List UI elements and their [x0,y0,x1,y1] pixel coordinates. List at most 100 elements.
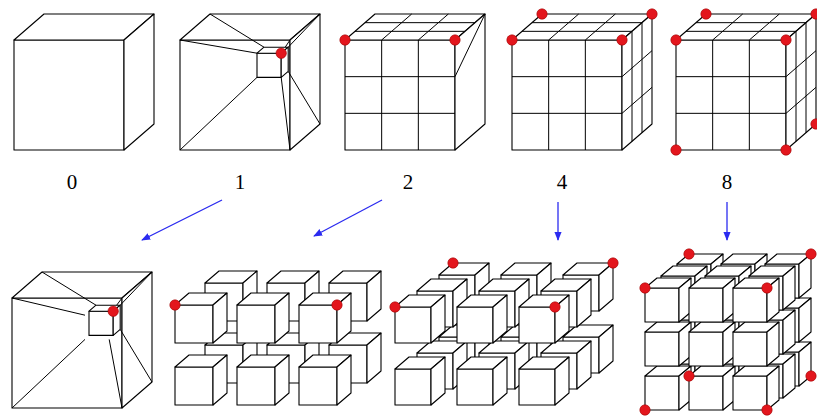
grid-line [676,113,786,114]
vertex-dot [617,35,627,45]
grid-line [585,40,586,150]
exploded-1 [12,272,152,408]
grid-line [512,76,622,77]
vertex-dot [537,9,547,19]
vertex-dot [608,258,618,268]
grid-line [512,113,622,114]
cube-right-face [213,293,227,343]
vertex-dot [640,405,650,415]
cube-front-face [645,332,679,366]
grid-line [642,23,643,133]
vertex-dot [276,48,286,58]
cube-right-face [767,366,779,410]
grid-line [418,40,419,150]
refinement-line [12,298,85,315]
grid-line [365,22,475,23]
cube-front-face [733,376,767,410]
vertex-dot [701,9,711,19]
cube-front-face [689,288,723,322]
cube-right-face [599,325,613,373]
grid-line [786,51,816,77]
vertex-dot [671,35,681,45]
vertex-dot [647,9,657,19]
grid-line [622,87,652,113]
cube-front-face [12,298,122,408]
cube-right-face [599,263,613,311]
refinement-line [180,40,257,53]
cube-front-face [180,40,290,150]
refinement-line [288,14,320,47]
cube-front-face [519,369,555,405]
cube-front-face [175,305,213,343]
vertex-dot [640,283,650,293]
grid-line [686,31,796,32]
cube-front-face [519,307,555,343]
refinement-line [12,339,85,408]
vertex-dot [811,9,817,19]
cube-right-face [431,357,445,405]
pointer-arrow [726,202,727,240]
vertex-dot [550,302,560,312]
cube-right-face [455,14,485,150]
grid-line [796,31,797,141]
grid-line [712,40,713,150]
vertex-dot [762,405,772,415]
cube-right-face [493,357,507,405]
cube-front-face [689,376,723,410]
grid-line [749,40,750,150]
cube-right-face [367,271,381,321]
vertex-dot [108,306,118,316]
cube-front-face [645,288,679,322]
refinement-line [120,272,152,305]
cube-front-face [689,332,723,366]
vertex-dot [781,35,791,45]
refinement-line [42,272,96,305]
vertex-dot [684,249,694,259]
refinement-line [288,71,320,124]
cube-drawings [12,9,817,415]
cube-right-face [367,333,381,383]
grid-line [585,14,615,40]
refinement-line [180,77,257,150]
cube-2 [340,14,485,150]
refinement-line [281,77,290,150]
pointer-arrow [557,202,558,240]
cube-right-face [783,354,795,398]
cube-right-face [622,14,652,150]
vertex-dot [332,300,342,310]
cube-front-face [299,367,337,405]
count-label: 8 [722,172,733,193]
cube-right-face [275,355,289,405]
vertex-dot [762,283,772,293]
cube-front-face [645,376,679,410]
grid-line [749,14,779,40]
cube-front-face [512,40,622,150]
cube-4 [507,9,657,150]
grid-line [345,76,455,77]
cube-right-face [124,14,154,150]
grid-line [532,22,642,23]
vertex-dot [811,119,817,129]
pointer-arrow [314,200,382,236]
cube-front-face [237,367,275,405]
blue-arrows [142,200,727,240]
grid-line [345,113,455,114]
cube-right-face [275,293,289,343]
refinement-line [210,14,264,47]
refinement-line [120,329,152,382]
vertex-dot [671,145,681,155]
cube-front-face [457,369,493,405]
count-label: 4 [557,172,568,193]
cube-front-face [733,288,767,322]
cube-front-face [395,307,431,343]
vertex-dot [450,35,460,45]
count-label: 1 [235,172,246,193]
grid-line [382,14,412,40]
vertex-dot [507,35,517,45]
grid-line [713,14,743,40]
grid-line [355,31,465,32]
vertex-dot [806,249,816,259]
vertex-dot [684,371,694,381]
cube-front-face [14,40,124,150]
